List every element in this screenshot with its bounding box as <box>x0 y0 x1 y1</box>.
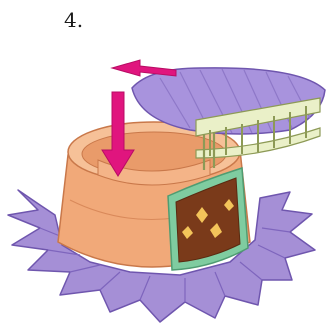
arrow-left-icon <box>112 60 176 76</box>
